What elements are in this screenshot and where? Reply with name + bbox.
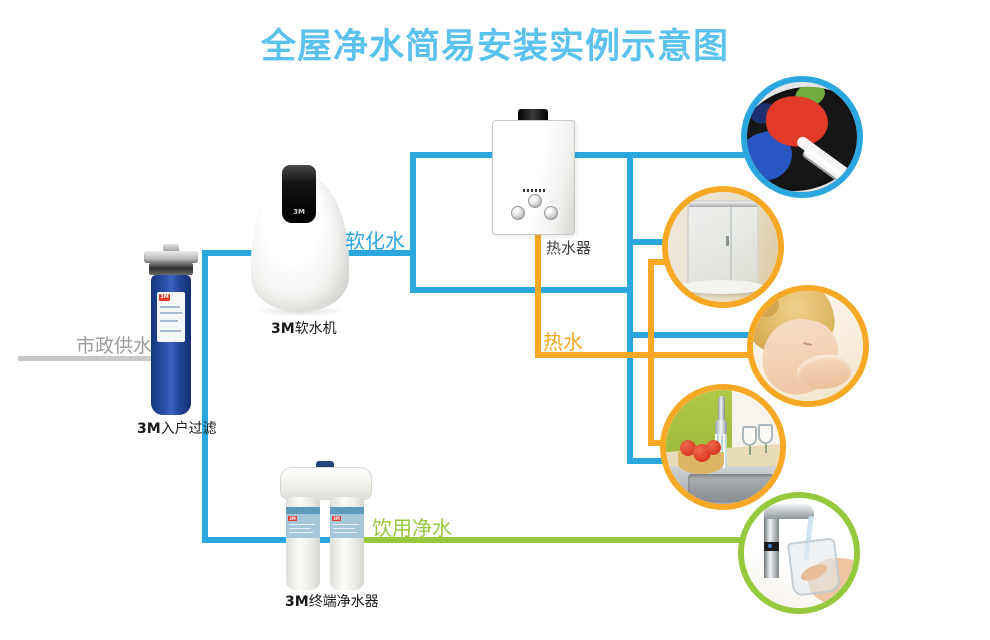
pipe-municipal-supply <box>18 356 160 361</box>
entry-filter-device: 3M <box>144 244 198 418</box>
pipe-soft-shower-h <box>627 239 667 245</box>
purifier-cartridge-left: 3M <box>286 497 320 590</box>
pipe-soft-bottom-h <box>202 537 330 543</box>
pipe-hot-sink-h <box>648 440 663 446</box>
heater-knob-right <box>544 206 558 220</box>
cartridge-3m-logo: 3M <box>332 516 341 521</box>
label-municipal-supply: 市政供水 <box>76 335 153 357</box>
pipe-drinking-h <box>340 537 742 543</box>
heater-vent-grille <box>523 189 545 192</box>
heater-knob-left <box>511 206 525 220</box>
terminal-purifier-label: 3M终端净水器 <box>285 594 379 610</box>
purifier-cartridge-right: 3M <box>330 497 364 590</box>
page-title: 全屋净水简易安装实例示意图 <box>260 27 729 67</box>
endpoint-drinking-photo <box>738 492 860 614</box>
pipe-hot-face-h <box>535 352 750 358</box>
label-softened-water: 软化水 <box>345 229 405 253</box>
cartridge-3m-logo: 3M <box>288 516 297 521</box>
shower-door-handle <box>725 236 729 246</box>
wine-glass <box>758 424 773 444</box>
tomato-bowl <box>678 452 724 474</box>
filter-sticker: 3M <box>157 292 185 342</box>
pipe-soft-face-h <box>627 332 750 338</box>
wine-glass <box>742 426 757 446</box>
pipe-soft-mid-v <box>410 152 416 293</box>
heater-exhaust-pipe <box>518 109 548 122</box>
pipe-hot-heater-v <box>535 233 541 358</box>
pipe-hot-trunk-v <box>648 259 654 446</box>
pipe-soft-sink-h <box>627 458 665 464</box>
pipe-soft-top-h-laundry <box>410 152 748 158</box>
pipe-soft-left-trunk <box>202 250 208 543</box>
shower-enclosure <box>687 200 759 284</box>
filter-top-nut <box>163 244 179 252</box>
pipe-soft-right-trunk <box>627 152 633 464</box>
pipe-soft-mid-h <box>410 287 633 293</box>
label-water-heater: 热水器 <box>546 239 592 257</box>
filter-3m-logo: 3M <box>159 294 170 301</box>
pipe-hot-shower-h <box>648 259 668 265</box>
water-heater-device <box>492 109 575 235</box>
terminal-purifier-device: 3M 3M <box>280 461 372 591</box>
endpoint-shower-photo <box>662 186 784 308</box>
softener-device: 3M <box>251 165 349 317</box>
label-hot-water: 热水 <box>543 330 583 354</box>
endpoint-face-washing-photo <box>747 285 869 407</box>
endpoint-kitchen-sink-photo <box>660 384 786 510</box>
softener-label: 3M软水机 <box>271 321 337 337</box>
kitchen-faucet <box>718 396 725 428</box>
shower-tray <box>680 280 764 294</box>
filter-collar <box>149 263 193 275</box>
label-drinking-water: 饮用净水 <box>372 516 452 540</box>
heater-body <box>492 120 575 235</box>
heater-knob-center <box>528 194 542 208</box>
purifier-manifold <box>280 467 372 500</box>
filter-head-bracket <box>144 251 198 263</box>
entry-filter-label: 3M入户过滤 <box>137 421 217 437</box>
endpoint-laundry-photo <box>741 76 863 198</box>
softener-3m-logo: 3M <box>293 208 305 216</box>
softener-control-panel: 3M <box>282 165 316 223</box>
